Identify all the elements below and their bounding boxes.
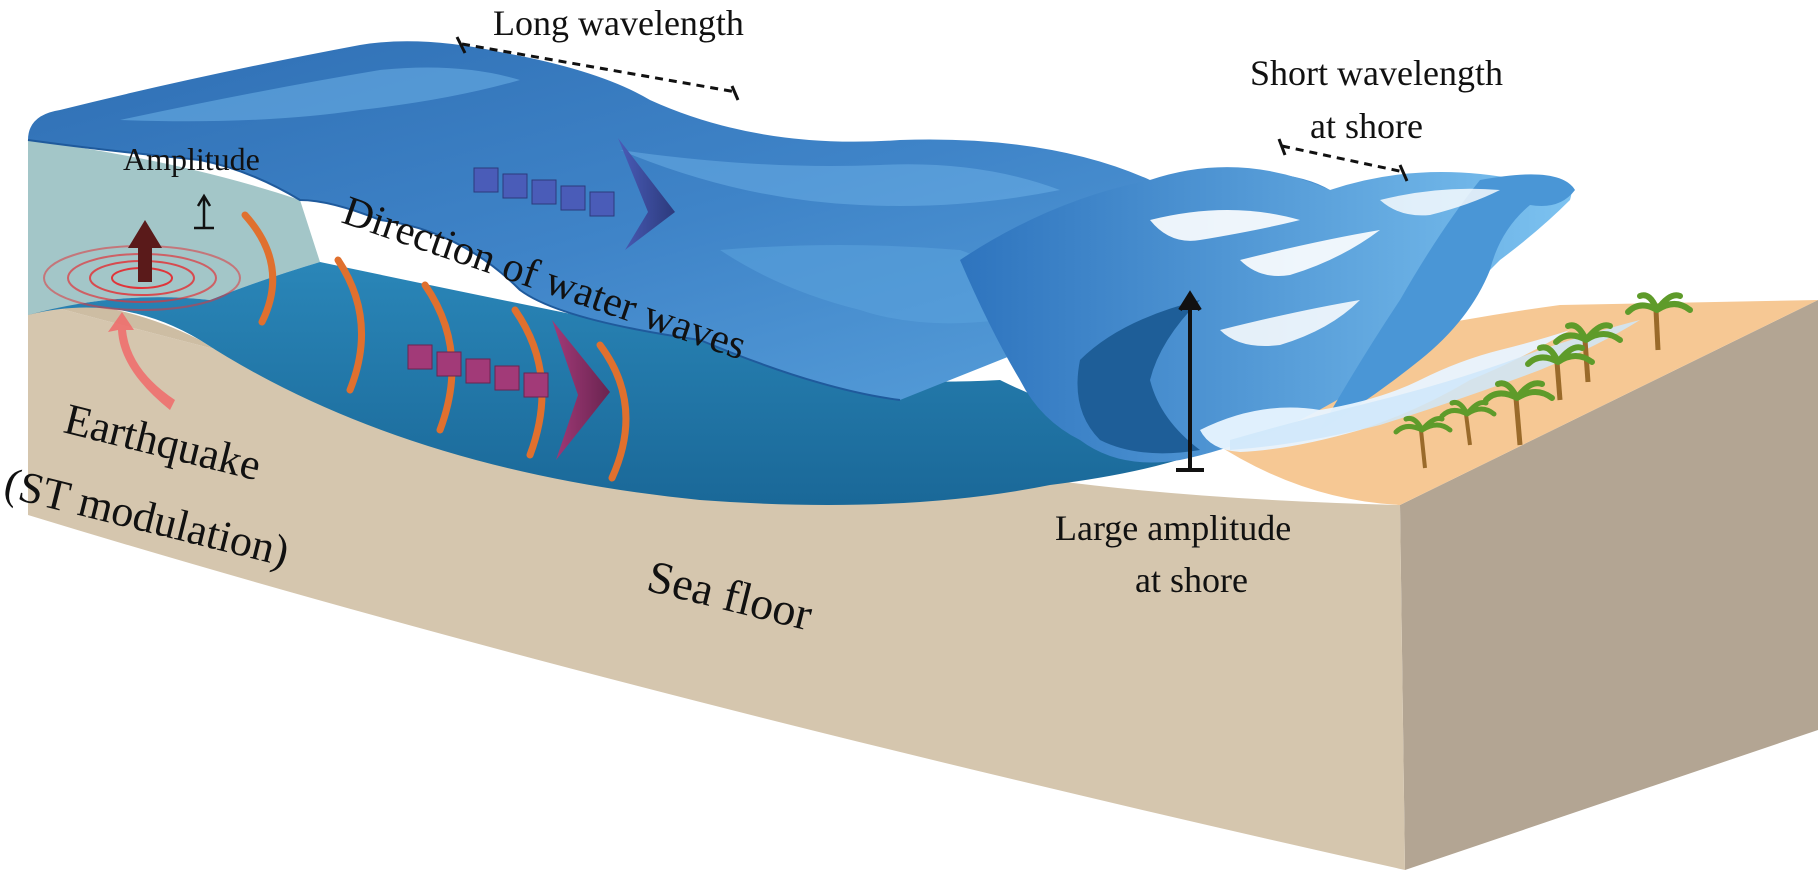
surface-highlight-1	[120, 67, 520, 122]
seismic-arc-1	[241, 211, 277, 326]
amplitude-marker	[194, 193, 214, 230]
palm-trees	[1393, 292, 1693, 469]
palm-tree-icon	[1439, 400, 1497, 446]
wave-trough	[1077, 300, 1200, 454]
palm-tree-icon	[1483, 380, 1555, 446]
foam-5	[1380, 188, 1500, 216]
surface-direction-arrow	[473, 138, 675, 250]
water-body	[28, 140, 1230, 505]
short-wavelength-marker	[1277, 138, 1409, 182]
sand-right-side	[1400, 300, 1818, 870]
long-wavelength-marker	[455, 36, 740, 101]
chevron-arrow-icon	[552, 320, 610, 460]
curved-red-arrow	[108, 312, 175, 410]
water-cut-face	[28, 140, 320, 315]
large-amplitude-marker	[1176, 290, 1204, 472]
chevron-arrow-icon	[618, 138, 675, 250]
surface-highlight-3	[720, 245, 1005, 324]
short-wavelength-label-line2: at shore	[1310, 106, 1423, 146]
water-deep-layer	[28, 262, 1230, 505]
surface-edge	[27, 139, 901, 401]
foam-3	[1220, 300, 1360, 346]
large-amplitude-label-line1: Large amplitude	[1055, 508, 1291, 548]
up-arrow-icon	[128, 220, 162, 282]
seismic-arc-5	[596, 341, 630, 482]
palm-tree-icon	[1393, 416, 1453, 469]
surface-highlight-2	[620, 150, 1060, 206]
long-wavelength-label: Long wavelength	[493, 3, 744, 43]
wave-curl	[1320, 174, 1575, 430]
breaking-wave	[960, 167, 1640, 463]
foam-2	[1240, 230, 1380, 276]
short-wavelength-label-line1: Short wavelength	[1250, 53, 1503, 93]
seismic-arc-2	[334, 256, 366, 394]
subsurface-direction-arrow	[407, 320, 610, 460]
amplitude-label: Amplitude	[123, 141, 260, 177]
sand-front-face	[28, 300, 1405, 870]
shore-wash	[1230, 320, 1640, 450]
foam-4	[1200, 330, 1570, 452]
palm-tree-icon	[1625, 292, 1693, 351]
large-amplitude-label-line2: at shore	[1135, 560, 1248, 600]
foam-1	[1150, 210, 1300, 241]
palm-tree-icon	[1525, 344, 1595, 401]
